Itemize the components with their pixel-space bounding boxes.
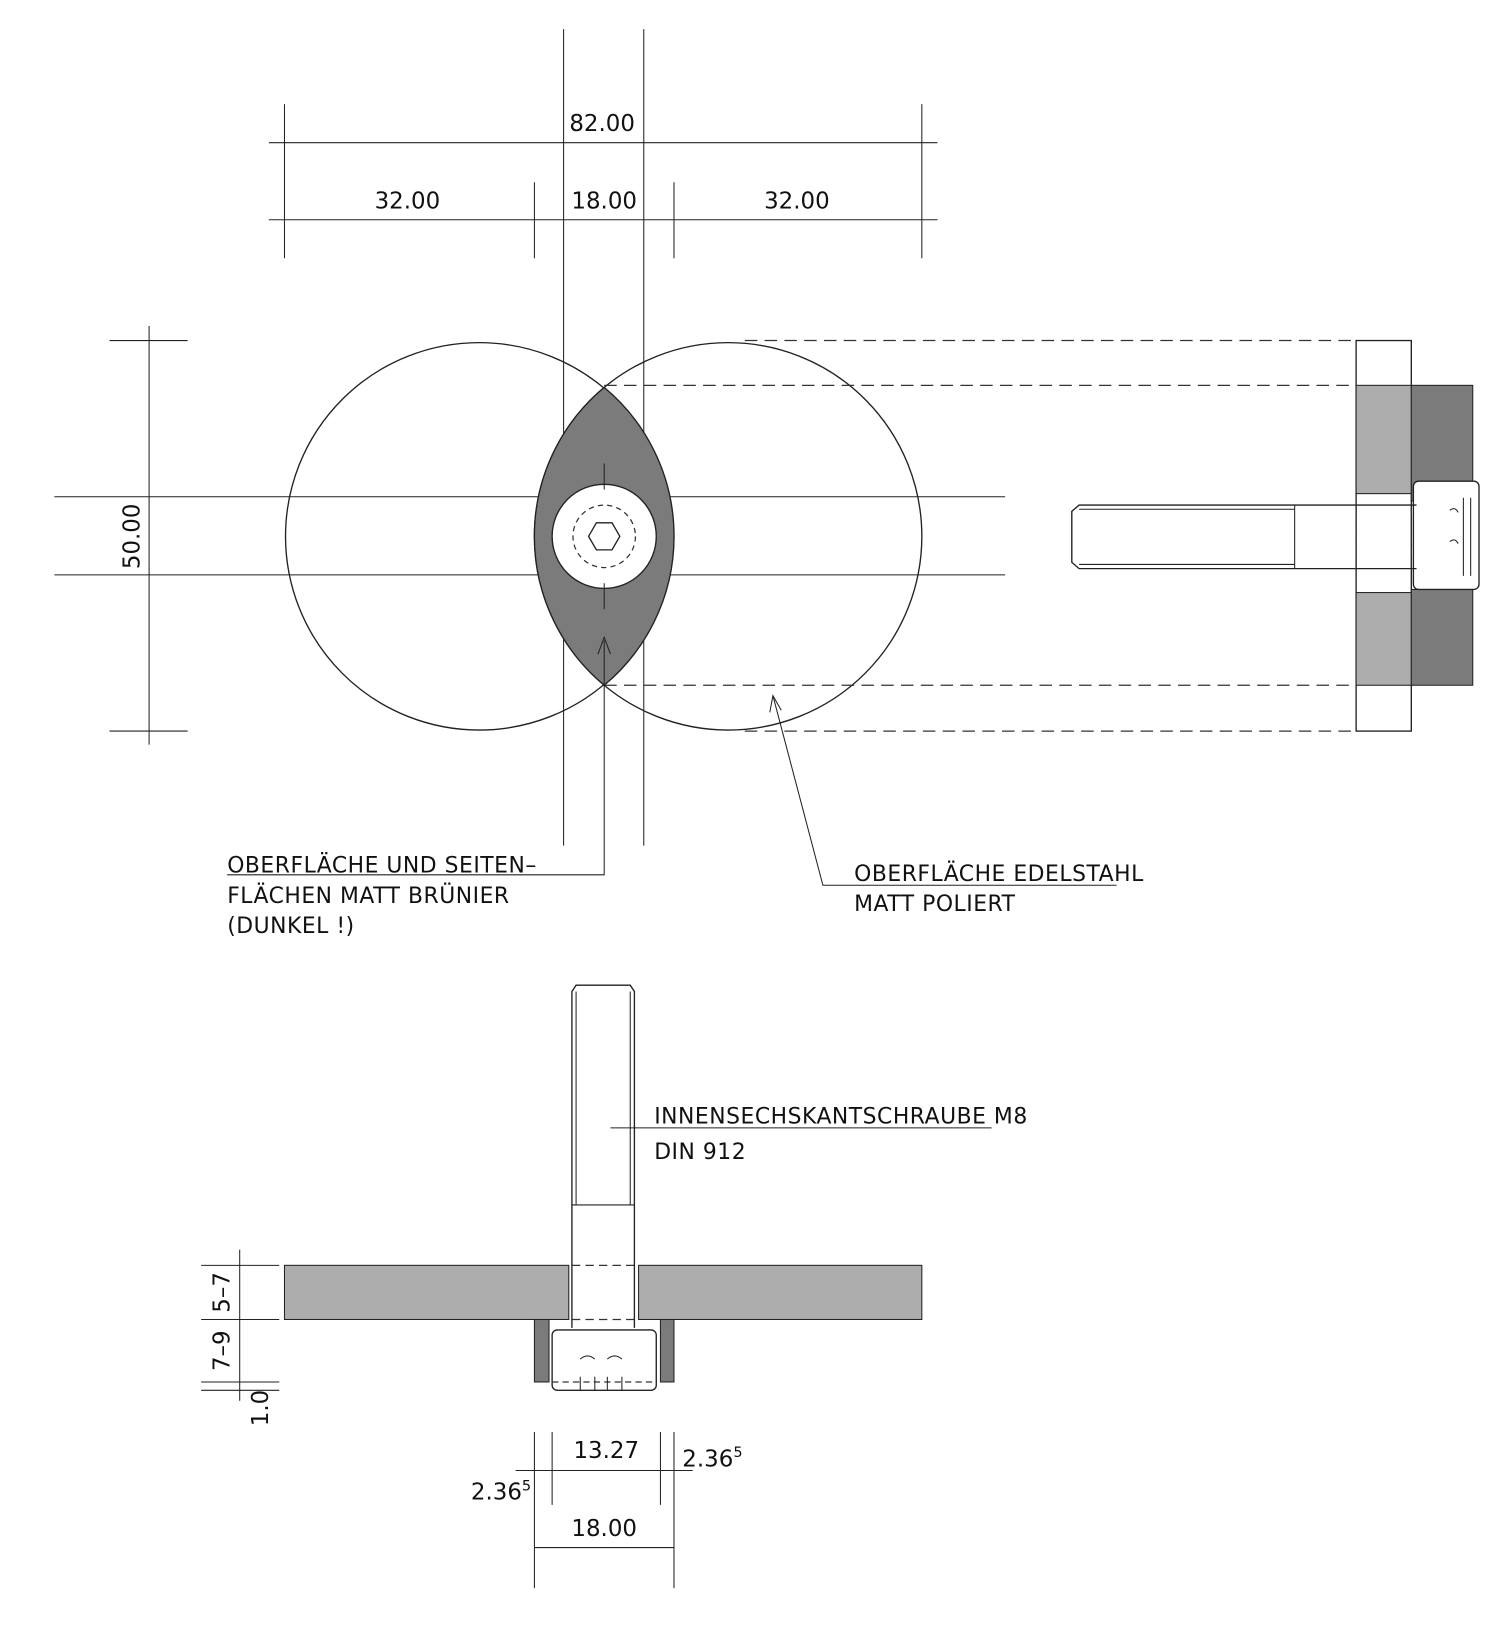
svg-text:MATT POLIERT: MATT POLIERT: [854, 892, 1016, 917]
dim-right: 32.00: [764, 188, 830, 214]
svg-text:FLÄCHEN MATT BRÜNIER: FLÄCHEN MATT BRÜNIER: [227, 883, 509, 909]
dim-head: 7–9: [209, 1330, 235, 1371]
svg-text:INNENSECHSKANTSCHRAUBE M8: INNENSECHSKANTSCHRAUBE M8: [654, 1105, 1028, 1130]
lens-note: OBERFLÄCHE UND SEITEN– FLÄCHEN MATT BRÜN…: [227, 635, 611, 939]
dim-gap: 1.0: [248, 1390, 274, 1426]
dim-left: 32.00: [375, 188, 441, 214]
disc-note: OBERFLÄCHE EDELSTAHL MATT POLIERT: [769, 694, 1144, 917]
side-view: [1071, 339, 1480, 732]
svg-text:DIN 912: DIN 912: [654, 1140, 746, 1165]
svg-text:OBERFLÄCHE UND SEITEN–: OBERFLÄCHE UND SEITEN–: [227, 853, 537, 879]
dim-overall: 82.00: [569, 111, 635, 137]
bolt-section: [571, 984, 636, 1328]
plate-left: [283, 1264, 570, 1321]
svg-text:(DUNKEL !): (DUNKEL !): [227, 914, 354, 939]
dim-middle: 18.00: [571, 188, 637, 214]
bolt-head-side: [1412, 480, 1480, 591]
bolt-head-section: [551, 1329, 657, 1391]
hex-socket-icon: [587, 522, 621, 551]
dim-plate: 5–7: [209, 1272, 235, 1313]
dim-inner: 13.27: [573, 1438, 639, 1464]
plate-right: [638, 1264, 923, 1321]
dim-outer: 18.00: [571, 1516, 637, 1542]
bolt-hole: [551, 483, 657, 590]
dim-side-left: 2.365: [471, 1477, 531, 1505]
bolt-shank-side: [1071, 504, 1417, 570]
section-view: INNENSECHSKANTSCHRAUBE M8 DIN 912: [283, 984, 1028, 1391]
section-dimensions: 5–7 7–9 1.0 13.27 2.365 2.365 18.00: [201, 1249, 743, 1589]
dim-side-right: 2.365: [682, 1444, 742, 1472]
svg-text:OBERFLÄCHE EDELSTAHL: OBERFLÄCHE EDELSTAHL: [854, 861, 1144, 887]
projection-lines: [604, 339, 1357, 732]
height-dimension: 50.00: [109, 325, 188, 745]
dim-height: 50.00: [120, 504, 146, 570]
plan-view: [54, 341, 1006, 731]
